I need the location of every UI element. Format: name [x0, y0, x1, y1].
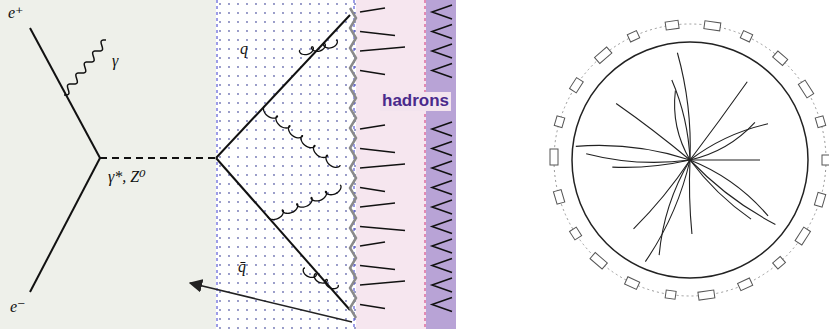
detector-module [554, 116, 564, 128]
hadron-mark [432, 5, 452, 19]
particle-track [690, 160, 768, 216]
detector-module [814, 192, 825, 207]
detector-module [773, 256, 786, 269]
particle-track [690, 122, 755, 160]
detector-module [795, 227, 810, 245]
feynman-diagram [30, 15, 350, 310]
particle-label: γ*, Z⁰ [108, 168, 146, 186]
color-string [350, 8, 356, 318]
gluon-line [303, 268, 338, 289]
hadron-mark [432, 220, 452, 234]
hadron-track [360, 227, 405, 231]
detector-module [798, 80, 813, 98]
gluon-line [268, 185, 341, 220]
particle-track [690, 160, 775, 224]
dot-grid [216, 0, 356, 329]
hadron-mark [432, 239, 452, 253]
hadron-mark [432, 161, 452, 175]
detector-module [698, 290, 715, 300]
hadron-mark [432, 278, 452, 292]
detector-module [738, 278, 753, 291]
hadron-track [360, 188, 385, 192]
gluon-line [263, 106, 340, 167]
detector-module [740, 31, 752, 42]
hadron-track [360, 203, 395, 207]
hadron-mark [432, 64, 452, 78]
particle-track [586, 154, 690, 163]
hadron-track [360, 32, 395, 36]
boundary-line [217, 0, 218, 329]
fragmentation-region [356, 0, 426, 329]
particle-track [576, 145, 690, 160]
hadron-track [360, 164, 405, 168]
antiquark-line [216, 158, 350, 310]
detector-module [590, 253, 607, 270]
hadron-track [360, 281, 405, 285]
detector-module [570, 78, 584, 93]
particle-label: q [240, 40, 248, 58]
hadron-track [360, 47, 405, 51]
detector-module [550, 149, 558, 165]
detector-module [570, 227, 582, 240]
detector-module [773, 51, 788, 66]
gluon-line [299, 40, 337, 55]
particle-label: γ [112, 52, 118, 70]
detector-module [553, 190, 564, 205]
hadron-mark [432, 44, 452, 58]
hadron-track [360, 305, 385, 309]
hadron-mark [432, 200, 452, 214]
stage-label: hadrons [380, 92, 451, 111]
photon-line [64, 40, 106, 95]
hadron-mark [432, 25, 452, 39]
particle-track [645, 160, 690, 262]
hadron-track [360, 71, 385, 75]
particle-label: e⁺ [8, 4, 24, 22]
particle-track [634, 160, 690, 229]
detector-module [704, 21, 721, 31]
hadron-mark [432, 142, 452, 156]
detector-module [665, 20, 679, 30]
parton-region [216, 0, 356, 329]
detector-module [665, 290, 676, 299]
particle-track [690, 160, 751, 219]
hadron-track [360, 125, 385, 129]
electron-line [30, 158, 100, 292]
boundary-line [425, 0, 426, 329]
particle-track [690, 82, 747, 160]
particle-track [677, 53, 690, 160]
particle-label: e⁻ [10, 298, 26, 316]
positron-line [30, 28, 100, 158]
detector-module [822, 155, 829, 165]
hadron-track [360, 8, 385, 12]
illustration-details [64, 5, 452, 318]
hadron-mark [432, 122, 452, 136]
detector-circle [572, 42, 808, 278]
detector-module [595, 47, 612, 64]
hadron-mark [432, 298, 452, 312]
detector-module [625, 277, 640, 290]
particle-track [690, 159, 760, 160]
background-panel [0, 0, 216, 329]
detector-module [627, 31, 639, 42]
hadron-band [426, 0, 456, 329]
propagator-line [100, 157, 216, 159]
particle-track [672, 80, 690, 160]
pointer-arrow [190, 283, 352, 322]
hadron-mark [432, 181, 452, 195]
hadron-track [360, 149, 395, 153]
event-display [550, 20, 829, 300]
hadron-track [360, 242, 385, 246]
particle-track [689, 160, 691, 234]
particle-track [690, 124, 768, 160]
particle-track [616, 103, 690, 160]
quark-line [216, 15, 350, 158]
detector-module [815, 116, 825, 128]
hadron-mark [432, 259, 452, 273]
detector-ring [554, 24, 826, 296]
particle-track [659, 160, 690, 255]
hadron-track [360, 266, 395, 270]
particle-label: q̄ [238, 258, 246, 276]
